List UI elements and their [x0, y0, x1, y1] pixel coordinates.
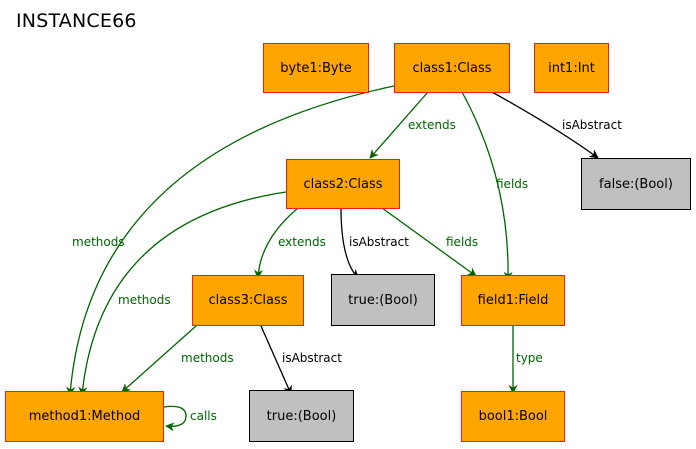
node-int1: int1:Int — [534, 43, 609, 93]
edge-class1-field1 — [461, 91, 513, 281]
edge-label-class1-class2: extends — [408, 118, 456, 132]
edge-label-class1-false: isAbstract — [562, 118, 622, 132]
node-false-bool: false:(Bool) — [581, 158, 691, 210]
edge-class2-field1 — [381, 207, 477, 277]
edge-label-method1-self: calls — [190, 409, 217, 423]
edge-class2-class3 — [253, 207, 299, 279]
node-class3: class3:Class — [192, 275, 304, 326]
edge-class3-true — [260, 325, 292, 395]
edge-class1-class2 — [369, 91, 429, 159]
edge-label-class2-true: isAbstract — [349, 235, 409, 249]
edge-label-class1-field1: fields — [496, 177, 528, 191]
diagram-title: INSTANCE66 — [16, 10, 137, 32]
edge-class1-false — [491, 91, 599, 159]
edge-label-class3-method1: methods — [181, 351, 234, 365]
node-true-bool-1: true:(Bool) — [331, 274, 435, 326]
edge-method1-self — [163, 405, 187, 432]
edge-label-class1-method1: methods — [72, 235, 125, 249]
node-bool1: bool1:Bool — [461, 391, 565, 442]
edge-label-class2-method1: methods — [118, 293, 171, 307]
edge-label-class3-true: isAbstract — [282, 351, 342, 365]
node-field1: field1:Field — [461, 275, 565, 326]
node-true-bool-2: true:(Bool) — [249, 390, 354, 442]
edge-label-field1-bool1: type — [516, 351, 543, 365]
node-method1: method1:Method — [5, 391, 164, 442]
edge-label-class2-field1: fields — [446, 235, 478, 249]
node-byte1: byte1:Byte — [263, 43, 369, 93]
edge-class3-method1 — [121, 325, 197, 393]
node-class2: class2:Class — [286, 159, 400, 209]
node-class1: class1:Class — [394, 43, 510, 93]
edge-class2-method1 — [78, 191, 287, 396]
edge-label-class2-class3: extends — [278, 235, 326, 249]
edge-class1-method1 — [66, 85, 395, 396]
